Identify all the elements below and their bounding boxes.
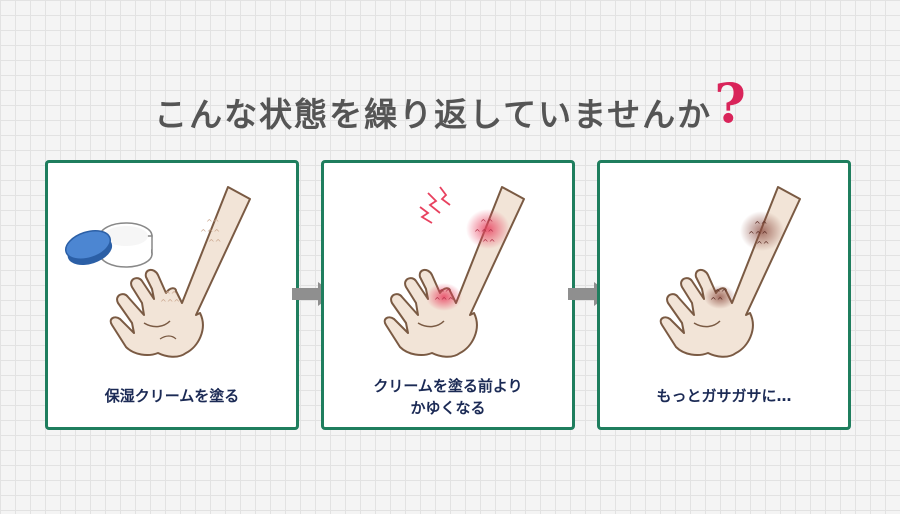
svg-text:^^^: ^^^ [748, 230, 768, 239]
itch-spark-icon [419, 186, 451, 224]
svg-text:^^: ^^ [714, 288, 727, 297]
svg-text:^^^: ^^^ [160, 298, 180, 307]
arm-hand: ^^^^^^^ ^^^^ [659, 186, 801, 358]
svg-text:^^^: ^^^ [474, 228, 494, 237]
page-title: こんな状態を繰り返していませんか ? [0, 76, 900, 136]
svg-text:^^: ^^ [164, 290, 177, 299]
arm-illustration: ^^^^^^^ ^^^^ [659, 186, 801, 358]
caption: 保湿クリームを塗る [48, 385, 296, 407]
svg-text:^^: ^^ [754, 220, 767, 229]
arm-hand: ^^^^^^^ ^^^^^ [109, 186, 251, 358]
caption-line: 保湿クリームを塗る [104, 387, 240, 405]
svg-text:^^: ^^ [480, 218, 493, 227]
step-panel-1: ^^^^^^^ ^^^^^ 保湿クリームを塗る [45, 160, 299, 430]
step-panel-2: ^^^^^^^ ^^^^^ クリームを塗る前より かゆくなる [321, 160, 575, 430]
step-panel-3: ^^^^^^^ ^^^^ もっとガサガサに… [597, 160, 851, 430]
cream-jar-icon [65, 222, 153, 268]
svg-text:^^: ^^ [756, 240, 769, 249]
title-text: こんな状態を繰り返していませんか [154, 95, 713, 134]
question-mark-icon: ? [714, 71, 746, 135]
caption-line: クリームを塗る前より [373, 377, 523, 395]
svg-text:^^: ^^ [710, 296, 723, 305]
svg-text:^^: ^^ [482, 238, 495, 247]
caption-line: もっとガサガサに… [656, 387, 792, 405]
arm-hand: ^^^^^^^ ^^^^^ [383, 186, 525, 358]
arm-illustration: ^^^^^^^ ^^^^^ [383, 186, 525, 358]
svg-text:^^: ^^ [206, 218, 219, 227]
caption: クリームを塗る前より かゆくなる [324, 375, 572, 419]
arm-illustration: ^^^^^^^ ^^^^^ [65, 186, 251, 358]
svg-text:^^: ^^ [438, 288, 451, 297]
caption: もっとガサガサに… [600, 385, 848, 407]
svg-text:^^^: ^^^ [434, 296, 454, 305]
caption-line: かゆくなる [410, 399, 486, 417]
svg-text:^^: ^^ [208, 238, 221, 247]
svg-text:^^^: ^^^ [200, 228, 220, 237]
